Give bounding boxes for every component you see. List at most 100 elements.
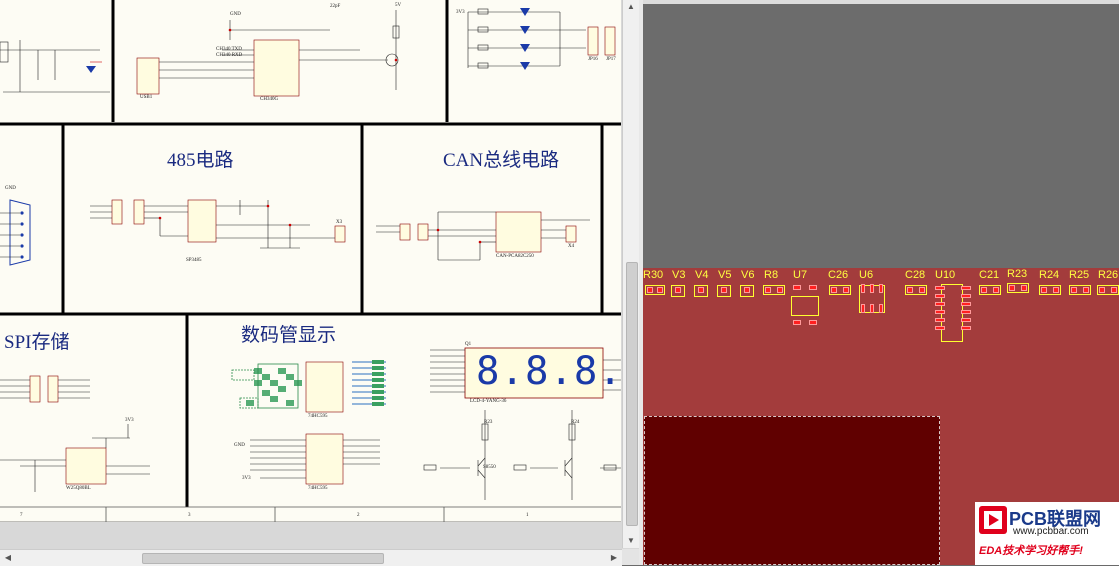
- vertical-scroll-thumb[interactable]: [626, 262, 638, 526]
- scroll-left-icon[interactable]: ◀: [4, 553, 12, 562]
- vertical-scrollbar[interactable]: ▲ ▼: [622, 0, 639, 548]
- scroll-down-icon[interactable]: ▼: [627, 536, 635, 545]
- pcb-board[interactable]: R30 V3 V4 V5 V6 R8 U7 C26 U6 C28 U10 C21…: [643, 268, 1119, 565]
- pad: [961, 286, 971, 290]
- pad: [935, 326, 945, 330]
- designator-r23[interactable]: R23: [1007, 268, 1028, 280]
- footprint-v5[interactable]: [717, 285, 731, 297]
- pad: [721, 287, 727, 293]
- pad: [861, 304, 865, 313]
- x3-ref: X3: [336, 220, 343, 225]
- designator-v5[interactable]: V5: [718, 269, 732, 281]
- designator-v6[interactable]: V6: [741, 269, 755, 281]
- pad: [879, 304, 883, 313]
- r23-ref: R23: [484, 420, 493, 425]
- footprint-r24[interactable]: [1039, 285, 1061, 295]
- pad: [809, 320, 817, 325]
- footprint-r30[interactable]: [645, 285, 665, 295]
- designator-c28[interactable]: C28: [905, 269, 926, 281]
- designator-r8[interactable]: R8: [764, 269, 779, 281]
- section-title-can: CAN总线电路: [443, 150, 560, 171]
- pad: [961, 310, 971, 314]
- border-zone-number: 1: [526, 513, 529, 518]
- x4-ref: X4: [568, 244, 575, 249]
- schematic-viewer[interactable]: 485电路 CAN总线电路 SPI存储 数码管显示 8.8.8.8 GND 22…: [0, 0, 640, 566]
- pad: [657, 287, 663, 293]
- hc595-a-ref: 74HC595: [308, 414, 328, 419]
- designator-v3[interactable]: V3: [672, 269, 686, 281]
- section-title-seg-display: 数码管显示: [241, 325, 337, 346]
- can-chip-ref: CAN-PCA82C250: [496, 254, 534, 259]
- schematic-sheet[interactable]: 485电路 CAN总线电路 SPI存储 数码管显示 8.8.8.8 GND 22…: [0, 0, 621, 522]
- copper-pour-region[interactable]: [644, 416, 940, 565]
- pad: [935, 310, 945, 314]
- pad: [919, 287, 925, 293]
- v3v3-label-seg: 3V3: [242, 476, 251, 481]
- border-zone-number: 3: [188, 513, 191, 518]
- designator-v4[interactable]: V4: [695, 269, 709, 281]
- pad: [981, 287, 987, 293]
- v3v3-label-spi: 3V3: [125, 418, 134, 423]
- pad: [1041, 287, 1047, 293]
- jp16-ref: JP16: [588, 57, 598, 62]
- seven-segment-display: 8.8.8.8: [476, 349, 621, 394]
- pad: [831, 287, 837, 293]
- q1-ref: Q1: [465, 342, 472, 347]
- horizontal-scroll-thumb[interactable]: [142, 553, 384, 564]
- pad: [1111, 287, 1117, 293]
- designator-r26[interactable]: R26: [1098, 269, 1119, 281]
- designator-r24[interactable]: R24: [1039, 269, 1060, 281]
- designator-c26[interactable]: C26: [828, 269, 849, 281]
- pane-splitter[interactable]: [639, 0, 643, 565]
- v5v-label: 5V: [395, 3, 402, 8]
- designator-u6[interactable]: U6: [859, 269, 874, 281]
- footprint-v3[interactable]: [671, 285, 685, 297]
- pad: [961, 326, 971, 330]
- pcb-header-strip: [643, 0, 1119, 4]
- hc595-b-ref: 74HC595: [308, 486, 328, 491]
- pad: [1009, 285, 1015, 291]
- pad: [1021, 285, 1027, 291]
- ch340-ref: CH340G: [260, 97, 279, 102]
- footprint-v4[interactable]: [694, 285, 708, 297]
- watermark-name: PCB联盟网: [1009, 509, 1102, 529]
- pad: [1071, 287, 1077, 293]
- watermark-tagline: EDA技术学习好帮手!: [979, 545, 1083, 557]
- gnd-label-db9: GND: [5, 186, 16, 191]
- pad: [843, 287, 849, 293]
- pad: [961, 294, 971, 298]
- pad: [1099, 287, 1105, 293]
- footprint-r8[interactable]: [763, 285, 785, 295]
- scrollbar-corner: [622, 549, 639, 565]
- sp3485-ref: SP3485: [186, 258, 202, 263]
- pad: [698, 287, 704, 293]
- footprint-c21[interactable]: [979, 285, 1001, 295]
- designator-r25[interactable]: R25: [1069, 269, 1090, 281]
- footprint-u7[interactable]: [791, 296, 819, 316]
- ch340-rx-net: CH340 RXD: [216, 53, 243, 58]
- pcb-viewer[interactable]: R30 V3 V4 V5 V6 R8 U7 C26 U6 C28 U10 C21…: [643, 0, 1119, 565]
- footprint-r23[interactable]: [1007, 283, 1029, 293]
- lcd-ref: LCD-4-YANG-36: [470, 399, 507, 404]
- pad: [793, 285, 801, 290]
- designator-r30[interactable]: R30: [643, 269, 664, 281]
- pad: [935, 294, 945, 298]
- pcbbar-logo-icon: [979, 506, 1007, 534]
- scroll-up-icon[interactable]: ▲: [627, 2, 635, 11]
- pad: [993, 287, 999, 293]
- footprint-c26[interactable]: [829, 285, 851, 295]
- footprint-r25[interactable]: [1069, 285, 1091, 295]
- r24-ref: R24: [571, 420, 580, 425]
- designator-c21[interactable]: C21: [979, 269, 1000, 281]
- footprint-v6[interactable]: [740, 285, 754, 297]
- pad: [907, 287, 913, 293]
- pad: [647, 287, 653, 293]
- usb-ref: USB1: [140, 95, 153, 100]
- horizontal-scrollbar[interactable]: ◀ ▶: [0, 549, 622, 566]
- designator-u10[interactable]: U10: [935, 269, 956, 281]
- pad: [879, 284, 883, 293]
- footprint-c28[interactable]: [905, 285, 927, 295]
- pad: [935, 318, 945, 322]
- scroll-right-icon[interactable]: ▶: [610, 553, 618, 562]
- designator-u7[interactable]: U7: [793, 269, 808, 281]
